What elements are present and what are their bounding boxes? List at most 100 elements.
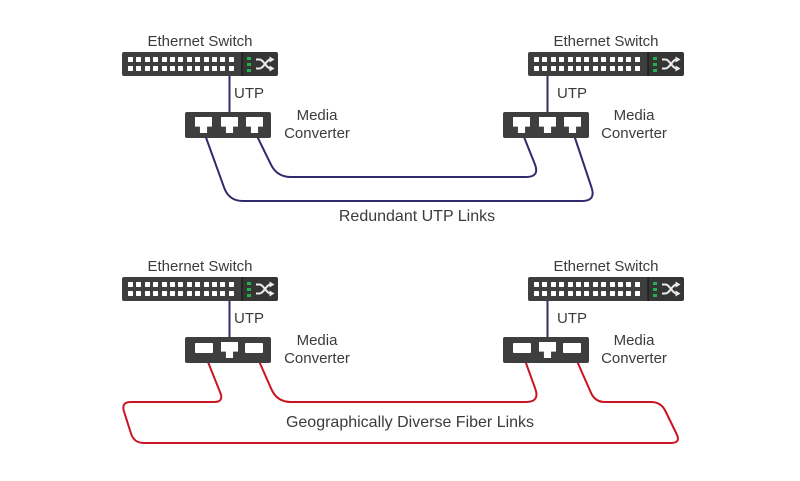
switch-port bbox=[128, 57, 133, 62]
switch-port bbox=[617, 282, 623, 287]
led-indicator bbox=[247, 68, 251, 72]
led-indicator bbox=[247, 287, 251, 291]
switch-port bbox=[186, 290, 192, 296]
switch-port bbox=[626, 290, 632, 296]
switch-panel-seam bbox=[241, 52, 243, 76]
media-converter-label-line2: Converter bbox=[284, 125, 350, 142]
led-indicator bbox=[653, 287, 657, 291]
switch-port bbox=[609, 65, 615, 71]
switch-port bbox=[584, 65, 590, 71]
switch-led-column bbox=[653, 281, 657, 297]
switch-port bbox=[609, 57, 615, 62]
switch-port bbox=[153, 290, 159, 296]
ethernet-switch-device bbox=[528, 277, 684, 301]
led-indicator bbox=[653, 62, 657, 66]
switch-port bbox=[195, 57, 201, 62]
ethernet-switch-label: Ethernet Switch bbox=[147, 33, 253, 50]
media-converter-label: Media Converter bbox=[601, 332, 667, 368]
switch-port-grid bbox=[534, 57, 640, 71]
switch-port bbox=[592, 65, 598, 71]
redundant-utp-link-outer bbox=[203, 131, 594, 202]
media-converter-label-line2: Converter bbox=[284, 350, 350, 367]
switch-port bbox=[601, 65, 607, 71]
switch-port bbox=[559, 65, 565, 71]
switch-port bbox=[542, 282, 548, 287]
switch-panel-seam bbox=[241, 277, 243, 301]
media-converter-label-line1: Media bbox=[296, 332, 338, 349]
switch-port bbox=[178, 57, 184, 62]
switch-panel-seam bbox=[647, 52, 649, 76]
switch-port bbox=[601, 57, 607, 62]
switch-port bbox=[195, 282, 201, 287]
switch-port bbox=[178, 282, 184, 287]
switch-port bbox=[211, 282, 217, 287]
switch-port bbox=[211, 57, 217, 62]
utp-cable-label: UTP bbox=[234, 85, 264, 102]
switch-port bbox=[153, 65, 159, 71]
switch-port bbox=[550, 290, 556, 296]
switch-port bbox=[559, 57, 565, 62]
switch-port bbox=[169, 290, 175, 296]
switch-port bbox=[203, 57, 209, 62]
media-converter-device bbox=[185, 112, 271, 138]
media-converter-label-line2: Converter bbox=[601, 125, 667, 142]
utp-cable-label: UTP bbox=[557, 85, 587, 102]
switch-port bbox=[228, 282, 234, 287]
switch-port bbox=[542, 290, 548, 296]
switch-port bbox=[584, 57, 590, 62]
media-converter-label-line2: Converter bbox=[601, 350, 667, 367]
switch-port bbox=[153, 282, 159, 287]
switch-port bbox=[144, 290, 150, 296]
switch-port bbox=[136, 290, 142, 296]
media-converter-label-line1: Media bbox=[613, 332, 655, 349]
switch-port bbox=[584, 282, 590, 287]
switch-port bbox=[195, 290, 201, 296]
switch-port bbox=[592, 282, 598, 287]
switch-port bbox=[186, 57, 192, 62]
switch-port bbox=[634, 65, 640, 71]
switch-port bbox=[575, 57, 581, 62]
crossover-shuffle-icon bbox=[256, 281, 275, 297]
switch-port bbox=[128, 282, 133, 287]
switch-port bbox=[203, 290, 209, 296]
switch-port bbox=[136, 65, 142, 71]
switch-port-grid bbox=[534, 282, 640, 296]
switch-port bbox=[601, 290, 607, 296]
switch-port bbox=[534, 282, 539, 287]
ethernet-switch-label: Ethernet Switch bbox=[553, 258, 659, 275]
switch-port bbox=[203, 65, 209, 71]
utp-cable-label: UTP bbox=[557, 310, 587, 327]
fiber-port bbox=[245, 343, 263, 353]
switch-port bbox=[567, 65, 573, 71]
switch-port bbox=[601, 282, 607, 287]
switch-port bbox=[550, 57, 556, 62]
switch-port bbox=[609, 282, 615, 287]
switch-port bbox=[559, 282, 565, 287]
switch-led-column bbox=[247, 56, 251, 72]
switch-port bbox=[186, 282, 192, 287]
switch-led-column bbox=[247, 281, 251, 297]
fiber-port bbox=[195, 343, 213, 353]
switch-port bbox=[617, 290, 623, 296]
media-converter-label: Media Converter bbox=[284, 107, 350, 143]
switch-port bbox=[584, 290, 590, 296]
rj45-port bbox=[539, 342, 556, 358]
switch-port bbox=[186, 65, 192, 71]
ethernet-switch-device bbox=[122, 52, 278, 76]
rj45-port bbox=[513, 117, 530, 133]
led-indicator bbox=[247, 281, 251, 285]
switch-port bbox=[169, 65, 175, 71]
rj45-port bbox=[246, 117, 263, 133]
switch-port bbox=[211, 290, 217, 296]
rj45-port bbox=[564, 117, 581, 133]
led-indicator bbox=[653, 68, 657, 72]
media-converter-label-line1: Media bbox=[613, 107, 655, 124]
ethernet-switch-device bbox=[122, 277, 278, 301]
switch-port-grid bbox=[128, 57, 234, 71]
led-indicator bbox=[653, 281, 657, 285]
switch-port bbox=[144, 282, 150, 287]
switch-port bbox=[144, 65, 150, 71]
switch-port bbox=[617, 57, 623, 62]
ethernet-switch-label: Ethernet Switch bbox=[147, 258, 253, 275]
switch-port bbox=[534, 290, 539, 296]
